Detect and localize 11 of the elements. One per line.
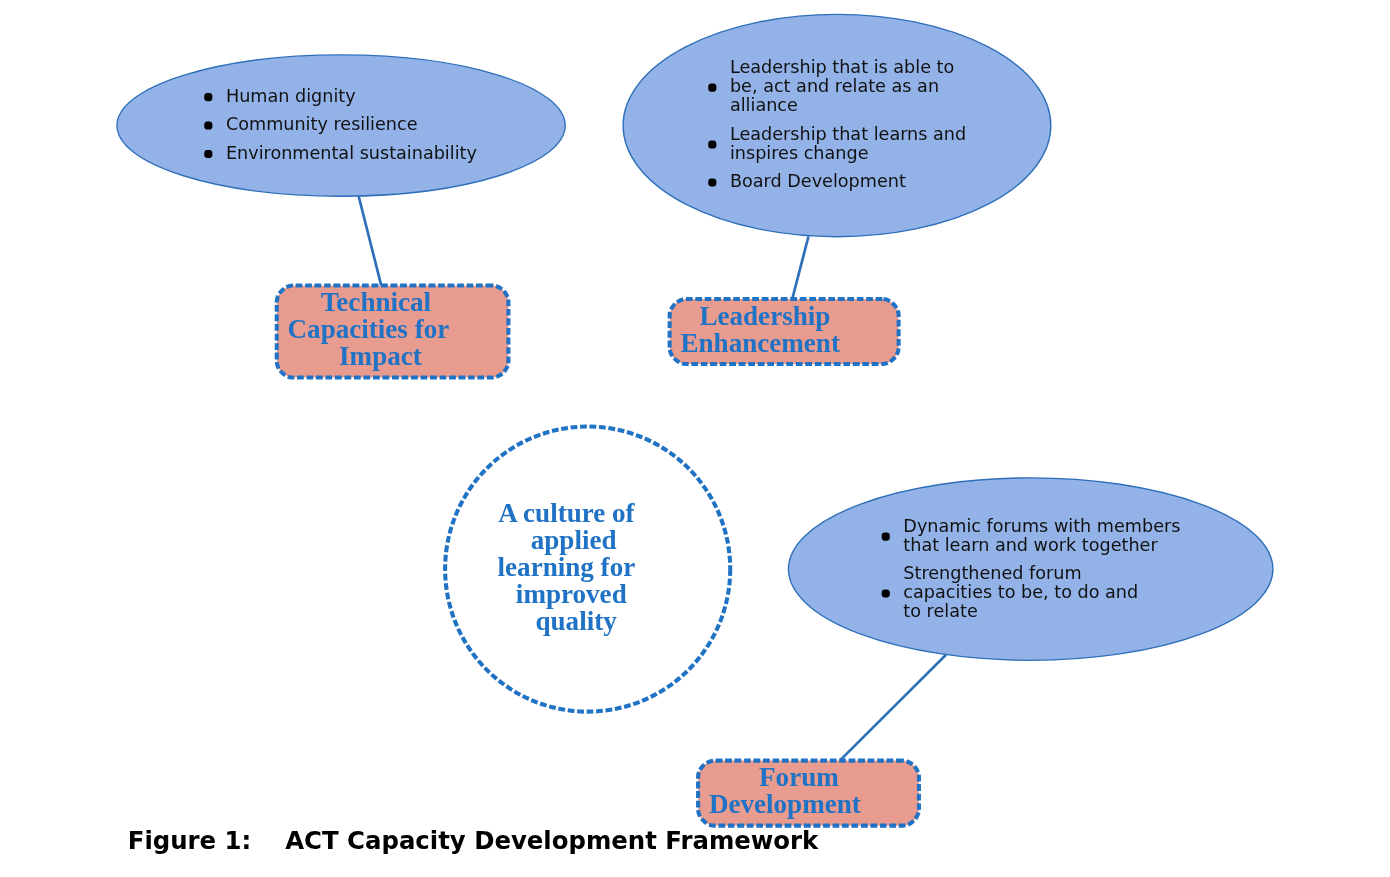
connector: [839, 653, 947, 761]
node-ellipse: Dynamic forums with members that learn and work together Strengthened forum capacities to be, to do and to relate: [787, 476, 1274, 661]
node-box: Leadership Enhancement: [667, 296, 901, 366]
connector: [790, 235, 810, 299]
node-ellipse: Human dignity Community resilience Environmental sustainability: [116, 53, 566, 197]
connector: [357, 195, 383, 286]
node-box: Technical Capacities for Impact: [274, 282, 511, 380]
node-circle: A culture of applied learning for improved quality: [443, 424, 733, 714]
caption: Figure 1: ACT Capacity Development Framework: [127, 825, 819, 855]
node-ellipse: Leadership that is able to be, act and relate as an alliance Leadership that learns and inspires change Board Development: [622, 13, 1052, 237]
node-box: Forum Development: [696, 758, 921, 828]
